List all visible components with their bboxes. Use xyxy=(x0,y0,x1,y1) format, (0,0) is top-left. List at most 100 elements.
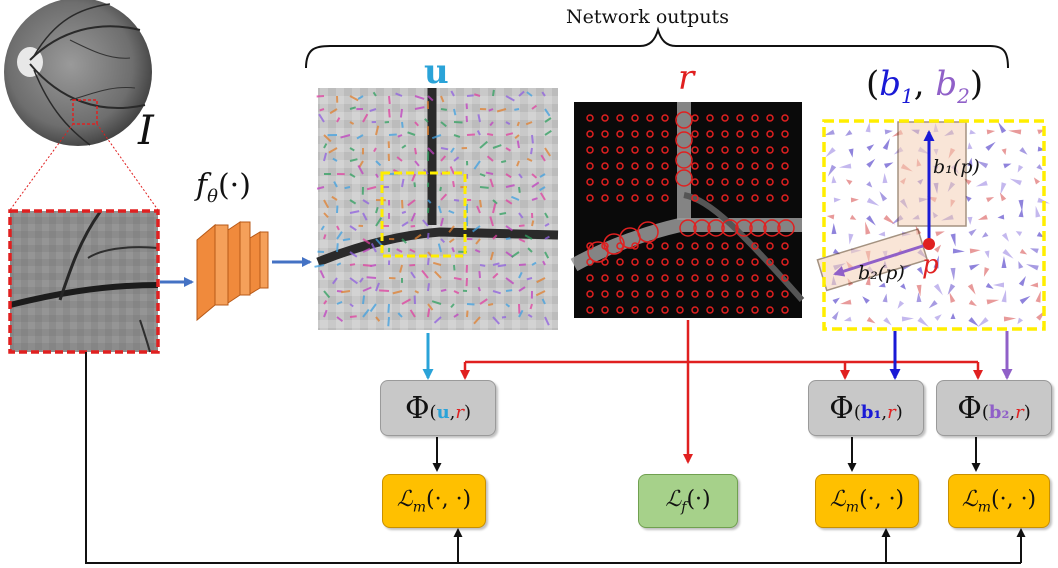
u-field-arrow xyxy=(336,262,342,266)
u-field-arrow xyxy=(476,205,481,214)
u-field-arrow xyxy=(401,144,407,149)
loss-m-box-b1: ℒm(·, ·) xyxy=(815,474,919,528)
r-radius-circle xyxy=(661,162,669,170)
u-field-arrow xyxy=(414,147,418,155)
r-radius-circle xyxy=(781,194,789,202)
u-field-arrow xyxy=(489,178,494,188)
u-field-arrow xyxy=(440,147,449,151)
r-radius-circle xyxy=(616,178,624,186)
u-field-arrow xyxy=(527,247,533,253)
u-field-arrow xyxy=(452,180,455,188)
b-field-arrow xyxy=(845,179,853,186)
u-field-arrow xyxy=(539,173,546,178)
u-field-arrow xyxy=(500,160,507,164)
u-field-arrow xyxy=(401,298,412,305)
b-field-arrow xyxy=(1001,148,1007,156)
b-field-arrow xyxy=(845,129,853,136)
r-radius-circle xyxy=(736,130,744,138)
r-radius-circle xyxy=(601,274,609,282)
u-field-arrow xyxy=(323,234,327,240)
r-radius-circle xyxy=(736,178,744,186)
r-radius-circle xyxy=(661,114,669,122)
u-field-arrow xyxy=(544,251,550,259)
u-field-arrow xyxy=(397,312,403,318)
r-radius-circle xyxy=(766,242,774,250)
u-field-arrow xyxy=(362,212,368,221)
r-radius-circle xyxy=(749,219,767,237)
b-field-arrow xyxy=(965,195,972,202)
u-field-arrow xyxy=(370,264,377,268)
u-field-arrow xyxy=(323,290,331,299)
b-field-arrow xyxy=(1017,164,1024,173)
u-field-arrow xyxy=(341,290,351,294)
r-radius-circle xyxy=(586,162,594,170)
b-field-arrow xyxy=(983,267,990,277)
u-field-arrow xyxy=(492,203,497,214)
r-radius-circle xyxy=(736,274,744,282)
r-radius-circle xyxy=(781,146,789,154)
r-radius-circle xyxy=(676,274,684,282)
r-radius-circle xyxy=(601,130,609,138)
b-field-arrow xyxy=(967,283,976,295)
b-field-arrow xyxy=(1000,182,1007,195)
r-radius-circle xyxy=(751,178,759,186)
b-field-arrow xyxy=(968,317,979,327)
r-radius-circle xyxy=(586,242,594,250)
b-field-arrow xyxy=(866,316,876,324)
u-field-arrow xyxy=(535,290,546,297)
b-field-arrow xyxy=(1018,260,1024,269)
b-field-arrow xyxy=(897,300,905,309)
u-field-arrow xyxy=(336,243,339,253)
b-field-arrow xyxy=(949,292,956,303)
r-radius-circle xyxy=(706,130,714,138)
u-field-arrow xyxy=(427,95,434,102)
u-field-arrow xyxy=(427,232,430,240)
u-field-arrow xyxy=(539,186,546,192)
u-field-arrow xyxy=(375,316,381,322)
u-field-arrow xyxy=(518,173,523,179)
b-field-arrow xyxy=(1015,231,1023,237)
u-field-arrow xyxy=(518,186,521,193)
u-field-arrow xyxy=(531,261,537,266)
network-function-label: fθ(·) xyxy=(196,168,251,207)
r-radius-circle xyxy=(766,306,774,314)
u-field-arrow xyxy=(401,121,404,128)
r-radius-circle xyxy=(781,290,789,298)
u-field-arrow xyxy=(485,171,494,175)
r-radius-circle xyxy=(661,130,669,138)
r-radius-circle xyxy=(661,290,669,298)
u-field-arrow xyxy=(448,238,455,244)
u-field-arrow xyxy=(487,132,494,136)
u-field-arrow xyxy=(511,251,520,258)
output-u-label: u xyxy=(424,52,449,92)
loss-m-box-b2: ℒm(·, ·) xyxy=(948,474,1050,528)
r-radius-circle xyxy=(691,258,699,266)
r-radius-circle xyxy=(736,162,744,170)
r-radius-circle xyxy=(616,306,624,314)
u-field-arrow xyxy=(342,238,351,242)
u-field-arrow xyxy=(427,199,432,204)
r-radius-circle xyxy=(721,130,729,138)
r-radius-circle xyxy=(646,258,654,266)
u-field-arrow xyxy=(453,313,459,318)
b-field-arrow xyxy=(928,300,938,309)
u-field-arrow xyxy=(450,303,455,309)
output-r-label: r xyxy=(678,58,695,98)
u-field-arrow xyxy=(474,249,481,253)
u-field-arrow xyxy=(431,134,442,140)
u-field-arrow xyxy=(526,91,533,97)
u-field-arrow xyxy=(450,90,455,97)
b-field-arrow xyxy=(826,214,835,220)
annotation-b2p: b₂(p) xyxy=(858,262,905,284)
b-field-arrow xyxy=(1018,208,1024,218)
u-field-arrow xyxy=(396,248,403,253)
u-field-arrow xyxy=(349,277,359,285)
u-field-arrow xyxy=(320,225,325,231)
u-field-arrow xyxy=(499,212,507,216)
u-field-arrow xyxy=(453,156,460,162)
b-field-arrow xyxy=(827,164,837,177)
u-field-arrow xyxy=(487,303,494,307)
r-radius-circle xyxy=(586,290,594,298)
u-field-arrow xyxy=(407,131,416,136)
